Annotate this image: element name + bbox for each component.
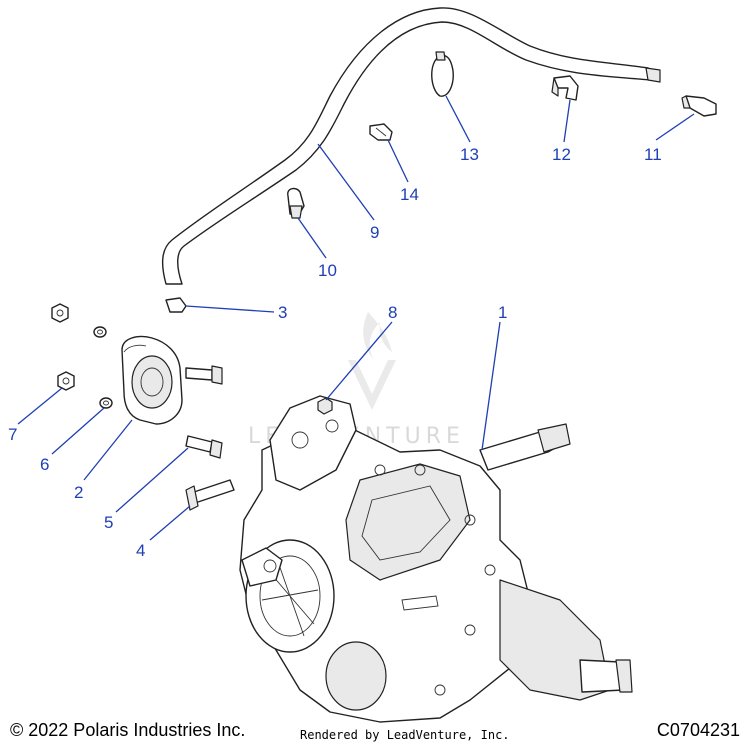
leader-5 (115, 447, 189, 513)
callout-1[interactable]: 1 (498, 303, 507, 322)
lock-washer[interactable] (93, 326, 107, 338)
callout-5[interactable]: 5 (104, 513, 113, 532)
retainer-clip[interactable] (551, 75, 579, 101)
transmission[interactable] (239, 395, 633, 723)
callout-10[interactable]: 10 (318, 261, 337, 280)
hose-clamp-loop[interactable] (431, 51, 454, 97)
leader-6 (51, 407, 105, 455)
callout-9[interactable]: 9 (370, 223, 379, 242)
leader-1 (481, 321, 501, 451)
callout-12[interactable]: 12 (552, 145, 571, 164)
diagram-code: C0704231 (656, 720, 740, 740)
bolt-long[interactable] (185, 479, 235, 511)
leader-3 (185, 305, 275, 313)
callout-7[interactable]: 7 (8, 425, 17, 444)
callout-13[interactable]: 13 (460, 145, 479, 164)
leader-10 (297, 217, 327, 259)
callout-labels: 1 2 3 4 5 6 7 8 9 10 11 12 13 14 (8, 145, 662, 560)
leader-8 (325, 321, 393, 401)
watermark-logo-icon (348, 312, 396, 410)
hose-clamp[interactable] (287, 187, 305, 219)
leader-4 (149, 505, 191, 541)
nut[interactable] (51, 303, 69, 323)
bolt-short[interactable] (185, 435, 223, 459)
rendered-by-text: Rendered by LeadVenture, Inc. (300, 728, 510, 742)
copyright-text: © 2022 Polaris Industries Inc. (10, 720, 246, 740)
cable-clip[interactable] (165, 297, 187, 313)
actuator-housing[interactable] (121, 335, 183, 425)
callout-4[interactable]: 4 (136, 541, 145, 560)
leader-7 (17, 387, 63, 425)
leader-12 (563, 99, 571, 143)
leader-9 (317, 143, 375, 221)
callout-3[interactable]: 3 (278, 303, 287, 322)
breather-fitting[interactable] (681, 95, 717, 117)
leader-lines (17, 95, 695, 541)
bolt-medium[interactable] (185, 365, 223, 385)
hose-fitting[interactable] (369, 123, 393, 141)
callout-6[interactable]: 6 (40, 455, 49, 474)
callout-11[interactable]: 11 (644, 145, 662, 164)
callout-8[interactable]: 8 (388, 303, 397, 322)
lock-washer-lower[interactable] (99, 397, 113, 409)
leader-2 (83, 419, 133, 481)
leader-14 (387, 139, 409, 183)
leader-11 (655, 113, 695, 141)
nut-lower[interactable] (57, 371, 75, 391)
vent-hose[interactable] (161, 7, 661, 285)
callout-14[interactable]: 14 (400, 185, 419, 204)
callout-2[interactable]: 2 (74, 483, 83, 502)
leader-13 (445, 95, 471, 143)
